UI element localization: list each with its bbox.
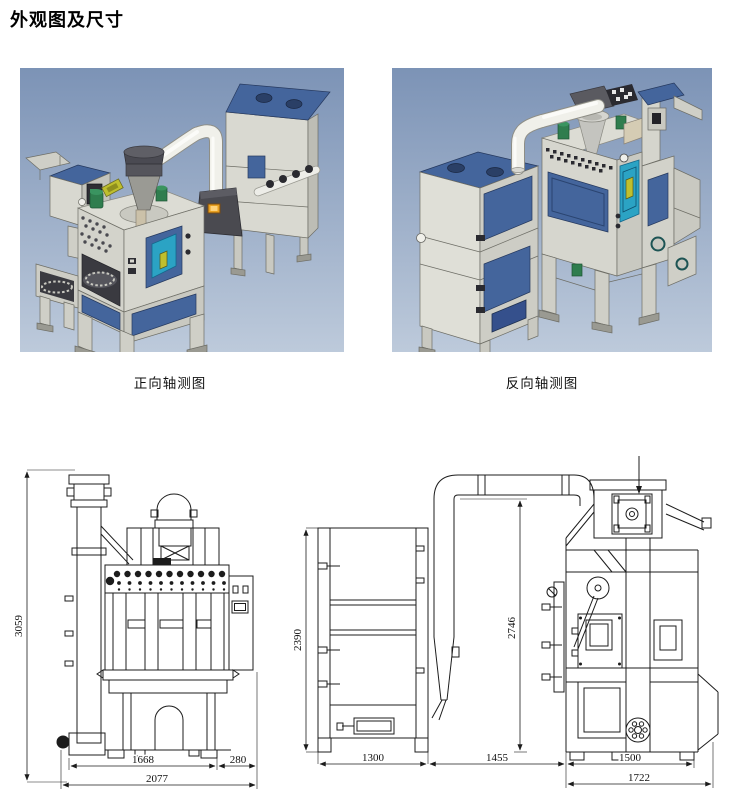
collector-side-panel [247, 155, 266, 179]
front-iso-image [20, 68, 344, 352]
side-view-machine-total-width-dim: 1722 [628, 772, 650, 784]
elevator-top-panel [637, 82, 685, 106]
side-view-gap-dim: 1455 [486, 752, 509, 764]
front-view-total-width-dim: 2077 [146, 773, 169, 785]
collector-drawer [491, 299, 527, 333]
side-view-machine-width-dim: 1500 [619, 752, 642, 764]
front-iso-caption: 正向轴测图 [133, 376, 207, 391]
back-iso-figure [392, 68, 712, 352]
sensor-box [101, 178, 124, 198]
back-iso-image [392, 68, 712, 352]
height-dimension: 3059 [12, 469, 75, 783]
elevator-outline [64, 474, 134, 756]
boot-flange [650, 236, 666, 252]
dust-collector [225, 83, 331, 277]
bottom-dimensions: 1300 1455 1500 1722 [317, 742, 714, 788]
duct-pipe [141, 124, 223, 199]
front-view-height-dim: 3059 [13, 615, 25, 638]
front-view-width-dim-1: 1668 [132, 754, 155, 766]
width-dimensions: 1668 280 2077 [60, 672, 258, 789]
machine-outline [96, 493, 254, 759]
side-view-drawing: 2390 2746 [291, 456, 719, 788]
door-clamps [476, 235, 485, 313]
page-title: 外观图及尺寸 [10, 10, 124, 30]
dust-collector [416, 151, 540, 352]
perforated-band [105, 570, 226, 591]
side-view-collector-height-dim: 2390 [292, 629, 304, 652]
duct-outline [431, 474, 595, 721]
front-view-width-dim-2: 280 [230, 754, 247, 766]
collector-door-upper [483, 175, 533, 241]
pulse-valves [266, 165, 313, 188]
front-iso-figure [20, 68, 344, 352]
back-iso-caption: 反向轴测图 [505, 376, 579, 391]
turntable-chain [85, 271, 115, 287]
collector-top-panel [225, 83, 331, 121]
cyclone-separator [123, 145, 165, 231]
duct-pipe [511, 99, 605, 175]
collector-outline [317, 527, 429, 753]
blast-machine [25, 145, 208, 352]
rear-door-panel [547, 171, 609, 233]
seal-bolt-row [546, 148, 613, 173]
side-view-machine-height-dim: 2746 [506, 617, 518, 640]
chain-wheel [56, 735, 70, 749]
blast-machine [538, 82, 703, 334]
collector-height-dimension: 2390 [291, 527, 318, 753]
machine-height-dimension: 2746 [460, 498, 527, 753]
machine-outline [541, 456, 719, 761]
collector-door-lower [483, 245, 531, 313]
side-view-collector-width-dim: 1300 [362, 752, 385, 764]
valve-manifold-pipe [254, 166, 320, 196]
checker-plate [606, 84, 638, 106]
inlet-hopper [195, 187, 243, 237]
front-view-drawing: 3059 [12, 469, 258, 789]
perforated-panel [80, 216, 112, 253]
